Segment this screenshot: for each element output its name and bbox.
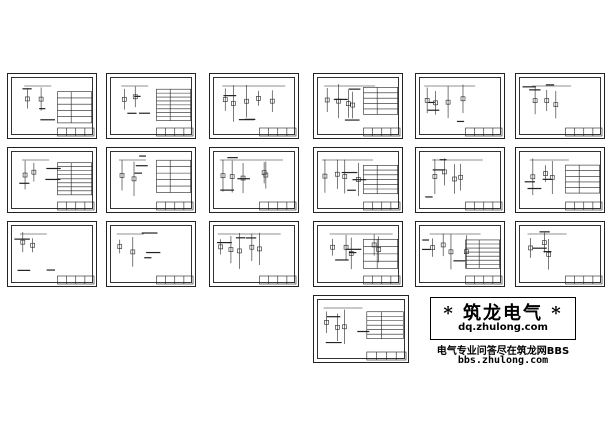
schematic-sketch [324, 84, 401, 137]
sheet-border [11, 77, 93, 135]
sheet-border [317, 77, 399, 135]
schematic-sketch [22, 85, 95, 137]
drawing-sheet-thumbnail [209, 147, 299, 213]
schematic-sketch [323, 307, 407, 361]
drawing-sheet-thumbnail [106, 147, 196, 213]
drawing-sheet-thumbnail [7, 73, 97, 139]
schematic-sketch [222, 84, 297, 137]
drawing-sheet-thumbnail [515, 221, 605, 287]
schematic-sketch [116, 232, 194, 285]
sheet-border [317, 225, 399, 283]
schematic-sketch [422, 233, 503, 285]
sheet-border [110, 225, 192, 283]
drawing-sheet-thumbnail [415, 73, 505, 139]
drawing-sheet-thumbnail [7, 221, 97, 287]
drawing-sheet-thumbnail [313, 73, 403, 139]
schematic-sketch [424, 84, 503, 137]
sheet-border [110, 151, 192, 209]
zhulong-watermark-stamp: * 筑龙电气 * dq.zhulong.com 电气专业问答尽在筑龙网BBS b… [430, 297, 576, 369]
sheet-border [519, 77, 601, 135]
drawing-sheet-thumbnail [515, 73, 605, 139]
sheet-border [110, 77, 192, 135]
sheet-border [419, 151, 501, 209]
sheet-border [213, 77, 295, 135]
schematic-sketch [121, 85, 194, 137]
sheet-border [11, 151, 93, 209]
drawing-sheet-thumbnail [106, 73, 196, 139]
schematic-sketch [527, 231, 603, 285]
drawing-sheet-thumbnail [313, 295, 409, 363]
stamp-url: dq.zhulong.com [458, 322, 548, 333]
drawing-sheet-thumbnail [515, 147, 605, 213]
schematic-sketch [425, 158, 503, 211]
schematic-sketch [119, 155, 194, 211]
schematic-sketch [14, 232, 95, 285]
drawing-sheet-thumbnail [313, 147, 403, 213]
schematic-sketch [524, 158, 603, 211]
drawing-sheet-thumbnail [209, 73, 299, 139]
sheet-border [519, 151, 601, 209]
stamp-bbs-url: bbs.zhulong.com [457, 355, 549, 366]
sheet-border [519, 225, 601, 283]
stamp-tagline: 电气专业问答尽在筑龙网BBS [436, 346, 570, 357]
drawing-sheet-thumbnail [415, 147, 505, 213]
stamp-frame [430, 297, 576, 340]
schematic-sketch [321, 159, 401, 211]
sheet-border [419, 225, 501, 283]
drawing-sheet-thumbnail [209, 221, 299, 287]
drawing-sheet-thumbnail [7, 147, 97, 213]
sheet-border [317, 151, 399, 209]
sheet-border [213, 151, 295, 209]
sheet-border [213, 225, 295, 283]
schematic-sketch [329, 233, 401, 285]
drawing-sheet-thumbnail [313, 221, 403, 287]
stamp-title: * 筑龙电气 * [443, 303, 563, 324]
sheet-border [419, 77, 501, 135]
schematic-sketch [19, 159, 95, 211]
schematic-sketch [219, 157, 297, 211]
sheet-border [11, 225, 93, 283]
drawing-sheet-thumbnail [106, 221, 196, 287]
drawing-sheet-thumbnail [415, 221, 505, 287]
schematic-sketch [217, 232, 297, 285]
schematic-sketch [522, 84, 603, 137]
sheet-border [317, 299, 405, 359]
